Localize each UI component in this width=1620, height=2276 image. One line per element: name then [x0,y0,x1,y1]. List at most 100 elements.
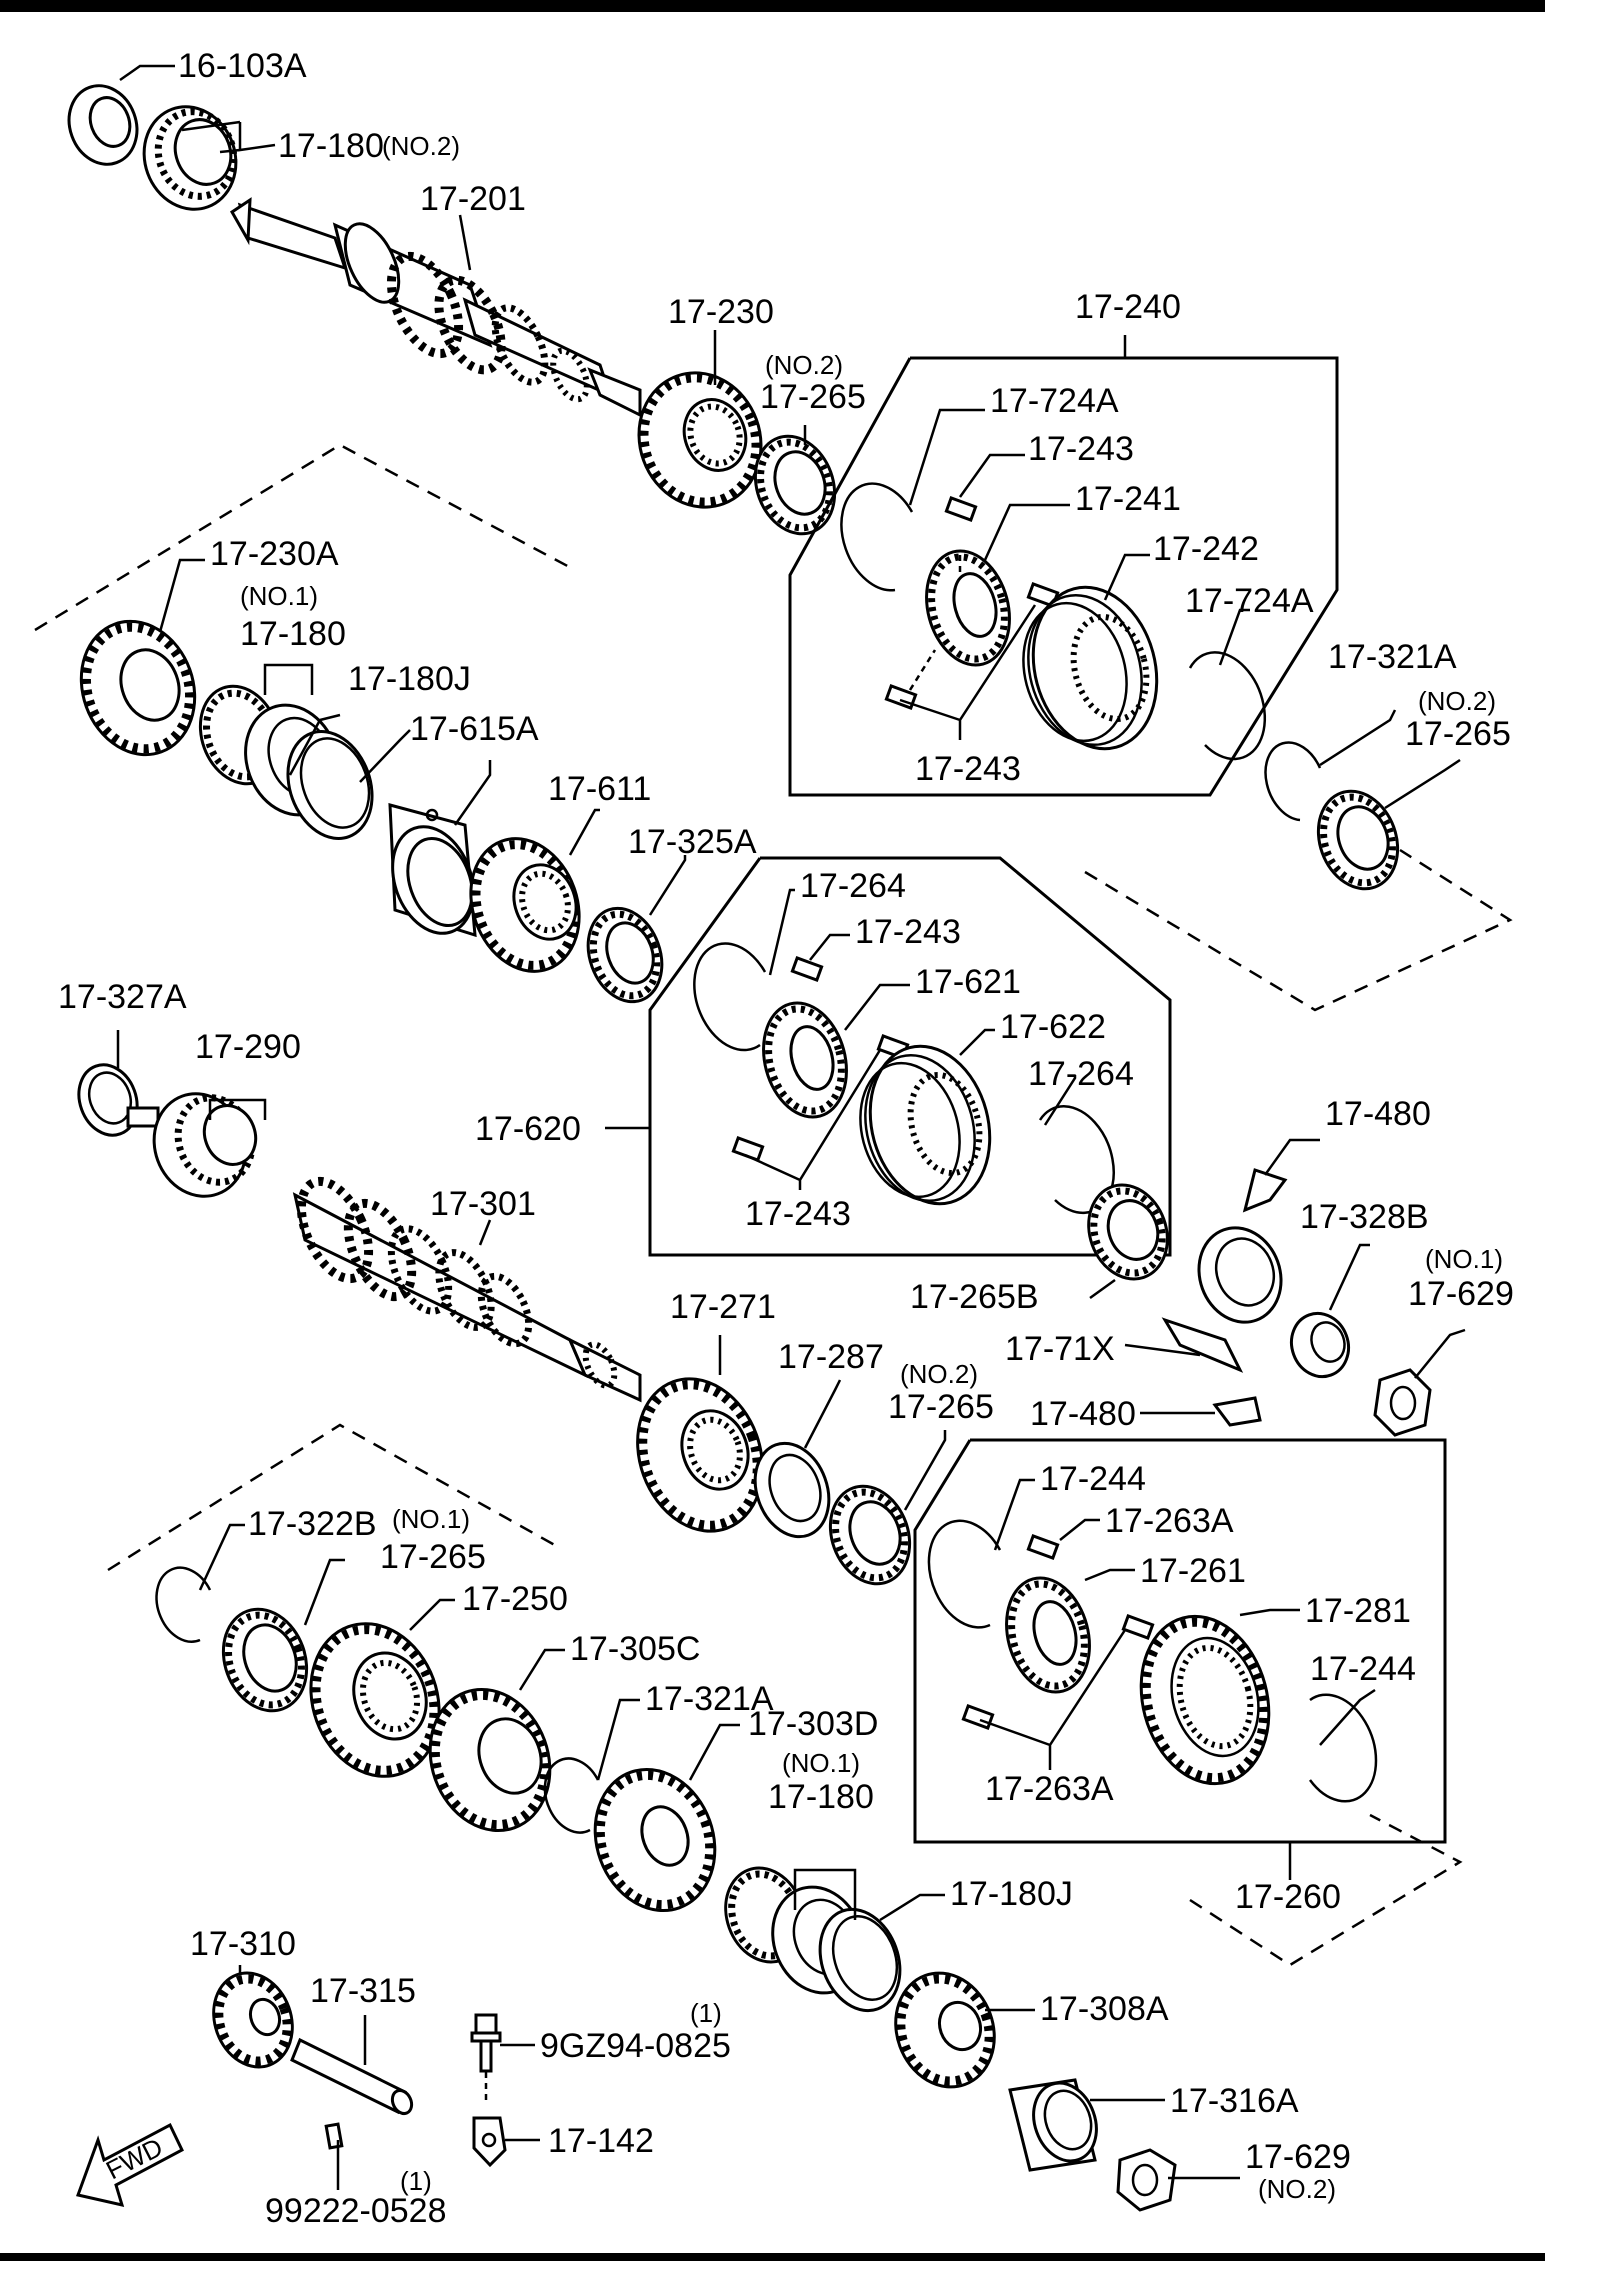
part-17-322B-snap-ring [155,1566,212,1643]
label-17-261: 17-261 [1140,1552,1246,1590]
label-17-321A-b: 17-321A [645,1680,774,1718]
label-17-244-a: 17-244 [1040,1460,1146,1498]
part-17-325A-synchro-ring [586,906,664,1004]
label-17-243-d: 17-243 [745,1195,851,1233]
label-17-264-a: 17-264 [800,867,906,905]
label-17-242: 17-242 [1153,530,1259,568]
dashed-outline-lower-left [107,1423,561,1572]
dashed-outline-upper-right [1084,848,1513,1012]
part-17-264-spring-a [693,942,767,1052]
part-17-480-half-ring-a [1242,1168,1288,1213]
part-17-622-sleeve [859,1044,992,1206]
label-17-325A: 17-325A [628,823,757,861]
label-17-180-no2: 17-180 [278,127,384,165]
label-17-265-c: 17-265 [888,1388,994,1426]
part-17-243-key-c [790,956,824,982]
label-17-244-b: 17-244 [1310,1650,1416,1688]
label-17-180J-b: 17-180J [950,1875,1073,1913]
label-17-243-b: 17-243 [915,750,1021,788]
dashed-outline-upper-left [34,443,576,632]
label-17-327A: 17-327A [58,978,187,1016]
part-17-241-hub [925,549,1011,667]
part-17-281-sleeve-gear [1139,1614,1271,1786]
label-17-264-b: 17-264 [1028,1055,1134,1093]
label-17-281: 17-281 [1305,1592,1411,1630]
part-9GZ94-0825-bolt [470,2013,502,2105]
part-17-316A-sleeve [1008,2078,1098,2172]
part-17-290-bearing [152,1092,258,1198]
part-17-615A-sleeve [388,803,477,938]
part-17-303D-gear [593,1767,717,1913]
label-17-308A: 17-308A [1040,1990,1169,2028]
label-17-621: 17-621 [915,963,1021,1001]
label-17-243-c: 17-243 [855,913,961,951]
label-17-263A-a: 17-263A [1105,1502,1234,1540]
part-17-263A-key-b [961,1614,1155,1730]
label-17-480-a: 17-480 [1325,1095,1431,1133]
label-17-271: 17-271 [670,1288,776,1326]
label-17-310: 17-310 [190,1925,296,1963]
label-17-629-b: 17-629 [1245,2138,1351,2176]
label-17-322B: 17-322B [248,1505,377,1543]
part-17-271-gear [636,1377,764,1533]
part-17-265-synchro-ring-a [753,434,837,536]
label-17-180-no1-qualifier: (NO.1) [240,581,318,611]
label-17-316A: 17-316A [1170,2082,1299,2120]
label-9GZ94-0825: 9GZ94-0825 [540,2027,731,2065]
part-17-142-bracket [472,2116,507,2168]
label-17-180-no1b: 17-180 [768,1778,874,1816]
label-17-230: 17-230 [668,293,774,331]
label-17-622: 17-622 [1000,1008,1106,1046]
part-17-243-key-a [944,496,978,522]
part-17-724A-spring-b [1188,651,1267,761]
label-17-265-d-qualifier: (NO.1) [392,1504,470,1534]
part-17-724A-spring-a [840,482,914,592]
label-17-265-d: 17-265 [380,1538,486,1576]
part-17-244-spring-a [927,1519,1002,1629]
part-17-328B-collar [1290,1311,1350,1379]
part-17-315-idler-shaft [290,2037,414,2116]
part-16-103A-bearing [67,84,139,166]
part-17-327A-washer [77,1063,160,1137]
part-17-265B-synchro-ring [1087,1183,1169,1281]
label-17-142: 17-142 [548,2122,654,2160]
part-17-310-reverse-idler-gear [212,1971,294,2069]
label-17-180-no1: 17-180 [240,615,346,653]
label-17-611: 17-611 [548,770,651,808]
part-17-242-sleeve [1022,585,1159,751]
label-17-243-a: 17-243 [1028,430,1134,468]
group-frame-17-260 [913,1438,1447,1844]
part-17-265-synchro-ring-c [828,1484,912,1586]
label-17-250: 17-250 [462,1580,568,1618]
part-17-180J-shim-b [818,1907,902,2013]
part-labels: 16-103A 17-180 (NO.2) 17-201 17-230 (NO.… [58,47,1514,2230]
label-17-290: 17-290 [195,1028,301,1066]
fwd-arrow-icon: FWD [76,2122,184,2208]
label-17-180J-a: 17-180J [348,660,471,698]
part-99222-0528-pin [324,2122,344,2150]
label-17-240: 17-240 [1075,288,1181,326]
part-17-230-gear [637,371,763,509]
label-17-480-b: 17-480 [1030,1395,1136,1433]
label-17-615A: 17-615A [410,710,539,748]
part-17-305C-gear [428,1687,552,1833]
part-17-629-locknut-b [1116,2148,1177,2212]
part-17-250-gear [309,1622,441,1778]
label-17-629-a: 17-629 [1408,1275,1514,1313]
label-17-265-b-qualifier: (NO.2) [1418,686,1496,716]
top-border-line [0,0,1545,12]
bottom-border-line [0,2253,1545,2261]
label-17-305C: 17-305C [570,1630,700,1668]
dashed-outline-lower-right [1189,1813,1463,1967]
label-17-724A-a: 17-724A [990,382,1119,420]
label-17-180-no1b-qualifier: (NO.1) [782,1748,860,1778]
part-17-201-input-shaft [230,197,642,418]
label-17-629-b-qualifier: (NO.2) [1258,2174,1336,2204]
part-17-321A-snap-ring-b [543,1757,600,1834]
part-17-321A-snap-ring-a [1264,741,1322,822]
label-17-230A: 17-230A [210,535,339,573]
label-17-260: 17-260 [1235,1878,1341,1916]
label-17-263A-b: 17-263A [985,1770,1114,1808]
group-frame-17-620 [648,856,1172,1257]
